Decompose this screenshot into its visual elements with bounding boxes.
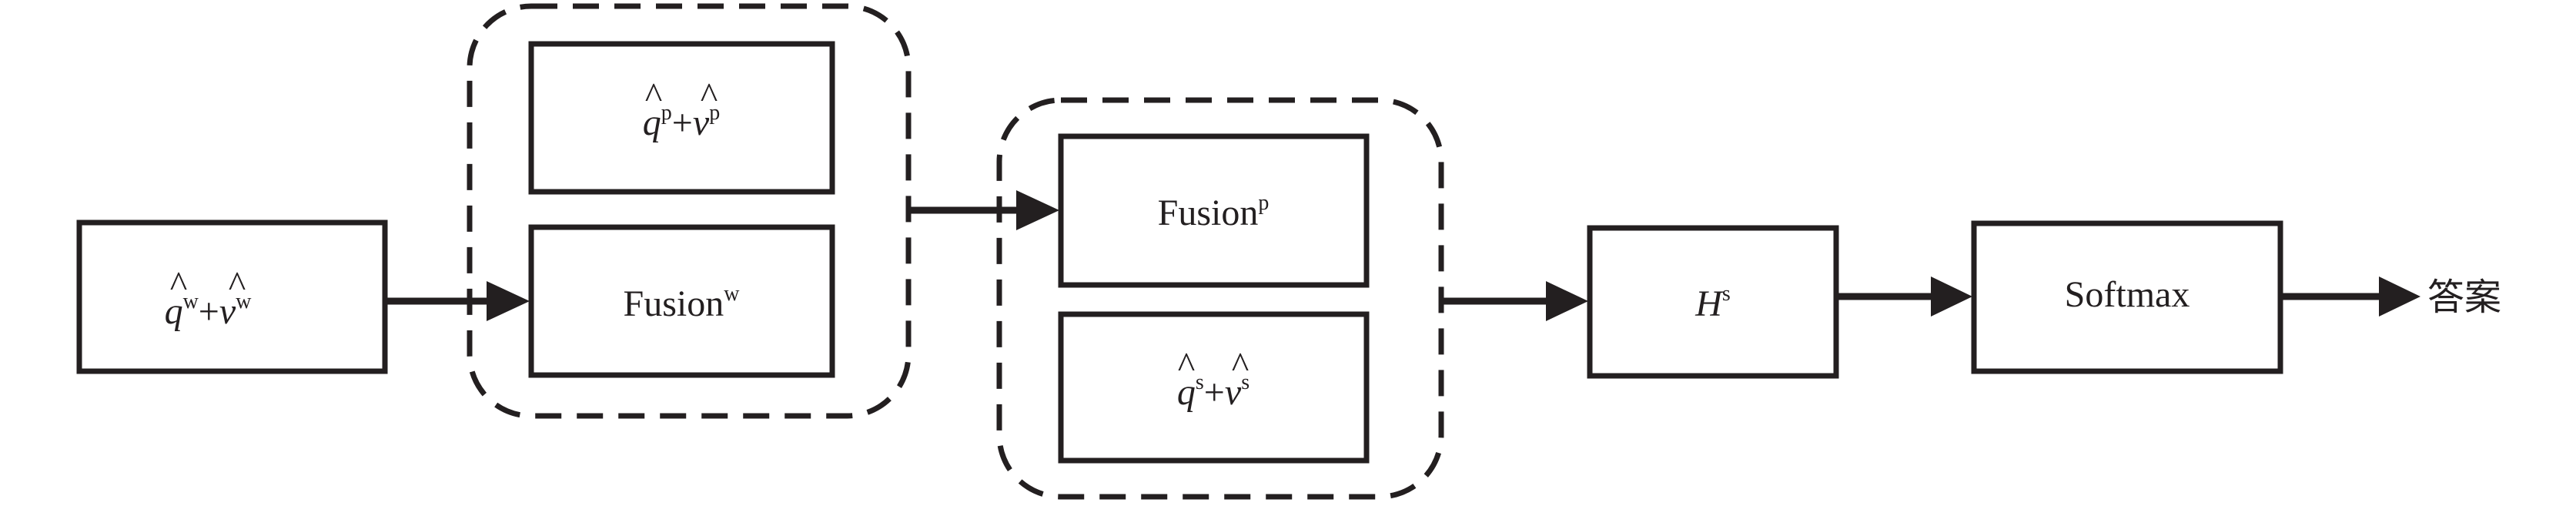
hat-v: ^ xyxy=(229,264,246,305)
sup-s: s xyxy=(1196,370,1204,394)
answer-label: 答案 xyxy=(2427,276,2501,319)
var-q: q xyxy=(1177,372,1196,413)
svg-text:Fusionw: Fusionw xyxy=(624,282,741,324)
var-v: v xyxy=(1225,372,1242,413)
box-input-phrase: qp+vp ^ ^ xyxy=(528,41,835,195)
sup-p: p xyxy=(661,101,672,125)
sup-p: p xyxy=(1258,191,1269,215)
hat-v: ^ xyxy=(701,75,718,116)
var-q: q xyxy=(165,291,183,332)
svg-text:qw+vw: qw+vw xyxy=(165,290,253,332)
svg-text:qp+vp: qp+vp xyxy=(643,101,720,143)
box-fusion-phrase: Fusionp xyxy=(1058,133,1370,288)
sup-w: w xyxy=(183,290,199,313)
box-fusion-word: Fusionw xyxy=(528,224,835,378)
plus: + xyxy=(199,291,219,332)
fusion-label: Fusion xyxy=(624,283,724,324)
hat-q: ^ xyxy=(645,75,663,116)
svg-text:Fusionp: Fusionp xyxy=(1158,191,1270,233)
softmax-label: Softmax xyxy=(2065,274,2190,315)
h-label: H xyxy=(1694,283,1724,324)
arrow-group2-to-hs xyxy=(1441,281,1588,321)
svg-text:Hs: Hs xyxy=(1694,282,1731,324)
plus: + xyxy=(1204,372,1225,413)
fusion-label: Fusion xyxy=(1158,193,1259,233)
hat-q: ^ xyxy=(1178,345,1196,386)
sup-s: s xyxy=(1241,370,1250,394)
hat-v: ^ xyxy=(1232,345,1250,386)
arrow-softmax-to-answer xyxy=(2280,276,2420,317)
var-v: v xyxy=(219,291,236,332)
sup-w: w xyxy=(724,282,740,306)
sup-p: p xyxy=(709,101,720,125)
var-v: v xyxy=(693,102,710,143)
sup-s: s xyxy=(1722,282,1731,306)
arrow-word-to-fusion xyxy=(385,281,530,321)
arrow-group1-to-fusionp xyxy=(908,190,1059,230)
box-hidden-s: Hs xyxy=(1587,225,1839,379)
sup-w: w xyxy=(236,290,252,313)
svg-text:qs+vs: qs+vs xyxy=(1177,370,1250,413)
plus: + xyxy=(672,102,693,143)
box-input-word: qw+vw ^ ^ xyxy=(76,219,388,374)
hat-q: ^ xyxy=(170,264,188,305)
box-input-sentence: qs+vs ^ ^ xyxy=(1058,311,1370,464)
arrow-hs-to-softmax xyxy=(1836,276,1972,317)
box-softmax: Softmax xyxy=(1971,220,2283,374)
var-q: q xyxy=(643,102,661,143)
